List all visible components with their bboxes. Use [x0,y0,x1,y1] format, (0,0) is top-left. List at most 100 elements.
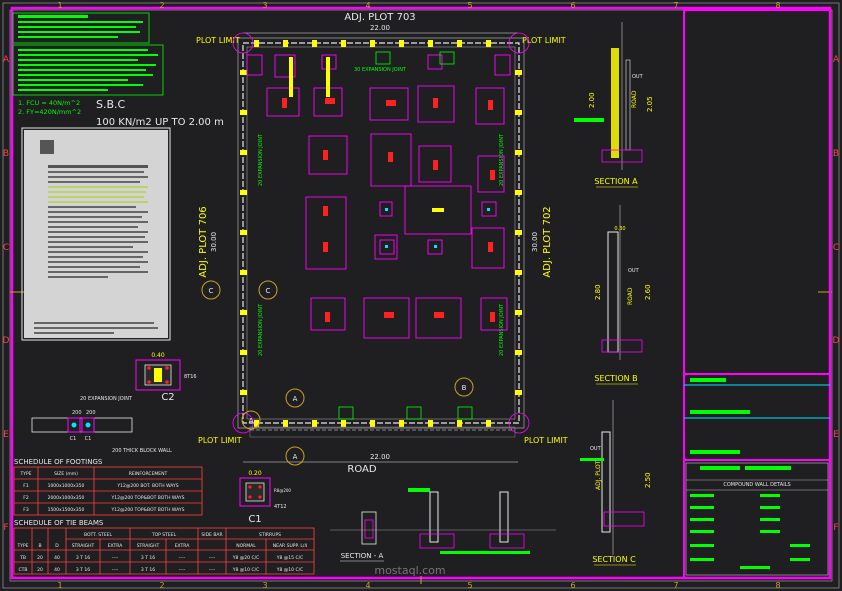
section-b-road: ROAD [627,287,634,305]
tie-cell: Y8 @10 C/C [232,567,260,573]
border-letter: D [833,336,840,346]
footing-cell: 1000x1000x350 [48,483,85,489]
c1-dim: 0.20 [248,470,262,477]
footing-header: TYPE [19,471,31,477]
column-c2-detail: 0.40 8T16 C2 [135,352,197,403]
section-minor-label: SECTION - A [341,552,384,560]
section-a-dim-2: 2.05 [646,96,654,112]
c2-bars: 8T16 [184,374,197,380]
detail-dim-2: 200 [86,410,96,416]
section-c-dim: 2.50 [644,472,652,488]
dim-left: 30.00 [210,232,218,252]
section-c-label: SECTION C [592,555,636,564]
soil-report-image [21,127,171,341]
exp-joint-note: 20 EXPANSION JOINT [80,396,133,402]
section-b-out: OUT [628,268,640,274]
border-number: 4 [365,1,370,10]
section-b-dim-top: 0.30 [614,226,625,232]
section-a-detail: OUT ROAD 2.00 2.05 SECTION A [574,22,654,188]
section-c-detail: OUT ADJ. PLOT 2.50 SECTION C [580,400,652,566]
tie-cell: ---- [112,568,119,573]
sbc-value: 100 KN/m2 UP TO 2.00 m [96,117,224,128]
border-letter: B [3,149,9,159]
section-a-road: ROAD [631,90,638,108]
tie-cell: 20 [37,555,43,561]
border-number: 7 [673,581,678,590]
tie-header: D [55,543,59,549]
section-b-detail: 0.30 OUT ROAD 2.80 2.60 SECTION B [594,205,652,385]
border-letter: D [3,336,10,346]
section-b-dim-1: 2.80 [594,284,602,300]
c1-bars: 4T12 [274,504,287,510]
section-marker-c-right: C [266,287,271,295]
footing-cell: F3 [23,507,29,513]
border-number: 7 [673,1,678,10]
section-a-label: SECTION A [594,177,638,186]
plot-limit-tr: PLOT LIMIT [522,36,566,45]
adj-plot-top: ADJ. PLOT 703 [344,12,415,23]
footing-schedule: SCHEDULE OF FOOTINGS TYPE SIZE (mm) REIN… [13,458,203,516]
tie-group-header: BOTT. STEEL [84,532,113,538]
tie-cell: Y8 @20 C/C [232,555,260,561]
border-number: 1 [57,1,62,10]
border-number: 1 [57,581,62,590]
bottom-sections: SECTION - A [330,488,556,562]
dim-bottom: 22.00 [370,453,390,461]
tie-header: EXTRA [175,543,191,549]
tie-cell: 3 T 16 [76,567,90,573]
tie-group-header: TOP STEEL [151,532,177,538]
border-number: 2 [159,1,164,10]
footing-cell: Y12@200 TOP&BOT BOTH WAYS [111,507,185,513]
expansion-joint-label-left-lower: 20 EXPANSION JOINT [258,303,264,356]
tie-group-header: STIRRUPS [259,532,281,538]
note-fcu: 1. FCU = 40N/m^2 [18,99,80,107]
border-letters-right: A B C D E F [833,55,840,533]
tie-cell: ---- [179,556,186,561]
detail-dim-1: 200 [72,410,82,416]
columns-red [282,98,495,322]
border-number: 3 [262,1,267,10]
section-marker-a: A [293,395,298,403]
section-marker-a-low: A [249,417,254,425]
footing-outlines [246,54,511,339]
section-a-dim-1: 2.00 [588,92,596,108]
c2-dim: 0.40 [151,352,165,359]
border-letter: A [833,55,840,65]
tie-cell: 40 [54,555,60,561]
tie-beam-schedule-title: SCHEDULE OF TIE BEAMS [14,519,104,527]
c1-stirrup: R8@200 [274,488,291,493]
border-number: 8 [775,1,780,10]
section-c-adj-plot: ADJ. PLOT [595,460,602,490]
section-b-dim-2: 2.60 [644,284,652,300]
border-letters-left: A B C D E F [3,55,10,533]
expansion-joint-top-label: 30 EXPANSION JOINT [354,67,407,73]
border-letter: B [833,149,839,159]
plot-limit-tl: PLOT LIMIT [196,36,240,45]
border-number: 4 [365,581,370,590]
tie-header: TYPE [16,543,28,549]
border-number: 6 [570,581,575,590]
border-number: 8 [775,581,780,590]
site-plan: ADJ. PLOT 703 22.00 PLOT LIMIT PLOT LIMI… [196,12,568,475]
tie-header: NORMAL [236,543,256,549]
c1-tag-2: C1 [85,436,92,442]
road-label: ROAD [347,464,376,475]
tie-group-header: SIDE BAR [201,532,222,538]
dim-right: 30.00 [531,232,539,252]
border-number: 5 [467,1,472,10]
watermark-site: mostaql.com [374,564,445,577]
border-letter: C [3,243,9,253]
footing-header: SIZE (mm) [54,471,78,477]
tie-cell: 3 T 16 [76,555,90,561]
tie-header: NEAR SUPP. L/4 [273,543,308,549]
expansion-joint-label-right: 20 EXPANSION JOINT [499,133,505,186]
border-letter: F [833,523,838,533]
sbc-title: S.B.C [96,98,126,111]
tie-cell: 3 T 16 [141,555,155,561]
border-letter: C [833,243,839,253]
tie-header: STRAIGHT [72,543,95,549]
footing-cell: 2000x1000x350 [48,495,85,501]
border-number: 2 [159,581,164,590]
c1-tag-1: C1 [70,436,77,442]
